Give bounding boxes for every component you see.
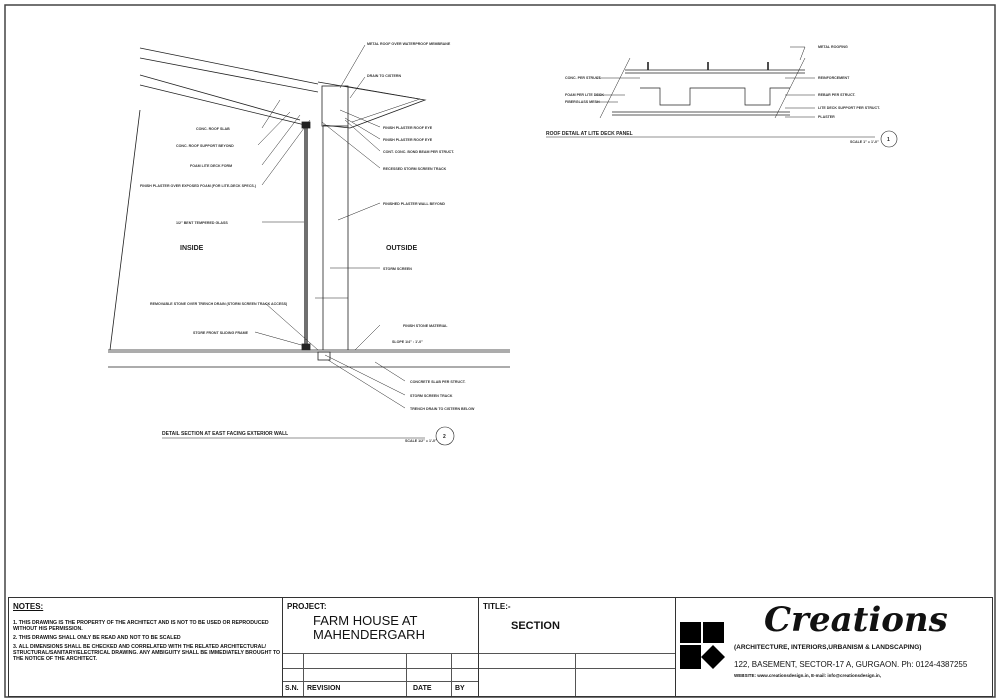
label: STORM SCREEN TRACK xyxy=(410,394,453,398)
detail-2-labels: METAL ROOF OVER WATERPROOF MEMBRANE DRAI… xyxy=(140,42,475,443)
project-heading: PROJECT: xyxy=(287,602,327,611)
label: METAL ROOFING xyxy=(818,45,848,49)
leader-lines xyxy=(596,46,815,118)
label: FOAM LITE DECK FORM xyxy=(190,164,232,168)
project-name: FARM HOUSE AT MAHENDERGARH xyxy=(313,614,425,642)
wall-lines xyxy=(322,126,349,350)
label: CONC. PER STRUCT. xyxy=(565,76,601,80)
roof-detail-lite-deck xyxy=(546,46,898,148)
label: FINISH PLASTER ROOF EYE xyxy=(383,126,433,130)
label: CONCRETE SLAB PER STRUCT. xyxy=(410,380,466,384)
label: REBAR PER STRUCT. xyxy=(818,93,856,97)
firm-name: Creations xyxy=(764,600,948,640)
label: FINISH STONE MATERIAL xyxy=(403,324,448,328)
label: CONC. ROOF SLAB xyxy=(196,127,230,131)
project-section: PROJECT: FARM HOUSE AT MAHENDERGARH S.N.… xyxy=(283,598,479,696)
label: METAL ROOF OVER WATERPROOF MEMBRANE xyxy=(367,42,451,46)
trench-drain xyxy=(317,351,331,361)
label: LITE DECK SUPPORT PER STRUCT. xyxy=(818,106,880,110)
label: FINISH PLASTER ROOF EYE xyxy=(383,138,433,142)
label: REINFORCEMENT xyxy=(818,76,850,80)
firm-web: WEBSITE: www.creationsdesign.in, E-mail:… xyxy=(734,673,881,678)
roof-slab-lines xyxy=(139,47,319,126)
deck-lines xyxy=(612,69,805,116)
scale-label: SCALE 1" = 1'-0" xyxy=(850,140,879,144)
label: FINISHED PLASTER WALL BEYOND xyxy=(383,202,445,206)
glass-line xyxy=(304,125,308,350)
bond-beam xyxy=(321,85,349,127)
date-header: DATE xyxy=(413,685,432,692)
label: 1/2" BENT TEMPERED GLASS xyxy=(176,221,228,225)
detail-number: 1 xyxy=(887,137,890,143)
sn-header: S.N. xyxy=(285,685,299,692)
label: STORM SCREEN xyxy=(383,267,412,271)
project-line: MAHENDERGARH xyxy=(313,627,425,642)
leader-lines xyxy=(254,44,406,409)
title-block: NOTES: 1. THIS DRAWING IS THE PROPERTY O… xyxy=(8,597,993,697)
project-line: FARM HOUSE AT xyxy=(313,613,418,628)
firm-address: 122, BASEMENT, SECTOR-17 A, GURGAON. Ph:… xyxy=(734,660,968,669)
label: FOAM PER LITE DECK xyxy=(565,93,604,97)
note-item: 2. THIS DRAWING SHALL ONLY BE READ AND N… xyxy=(13,635,181,641)
detail-number: 2 xyxy=(443,434,446,440)
note-item: 1. THIS DRAWING IS THE PROPERTY OF THE A… xyxy=(13,620,269,632)
drawing-title: SECTION xyxy=(511,620,560,632)
outside-label: OUTSIDE xyxy=(386,245,417,252)
title-heading: TITLE:- xyxy=(483,602,511,611)
note-item: 3. ALL DIMENSIONS SHALL BE CHECKED AND C… xyxy=(13,644,281,662)
label: REMOVABLE STONE OVER TRENCH DRAIN (STORM… xyxy=(150,302,288,306)
detail-caption: ROOF DETAIL AT LITE DECK PANEL xyxy=(546,131,633,137)
firm-logo-icon xyxy=(680,622,725,669)
detail-number-circle xyxy=(880,130,898,148)
label: TRENCH DRAIN TO CISTERN BELOW xyxy=(410,407,475,411)
notes-heading: NOTES: xyxy=(13,602,44,611)
floor-slab xyxy=(108,349,510,368)
detail-1-labels: METAL ROOFING CONC. PER STRUCT. REINFORC… xyxy=(546,45,890,144)
label: FIBERGLASS MESH xyxy=(565,100,600,104)
inside-wall xyxy=(109,109,141,351)
label: RECESSED STORM SCREEN TRACK xyxy=(383,167,447,171)
sheet-border xyxy=(4,4,996,698)
detail-number-circle xyxy=(435,426,455,446)
label: CONT. CONC. BOND BEAM PER STRUCT. xyxy=(383,150,454,154)
inside-label: INSIDE xyxy=(180,245,204,252)
label: FINISH PLASTER OVER EXPOSED FOAM (FOR LI… xyxy=(140,184,257,188)
label: STORE FRONT SLIDING FRAME xyxy=(193,331,249,335)
detail-caption: DETAIL SECTION AT EAST FACING EXTERIOR W… xyxy=(162,431,288,437)
firm-tagline: (ARCHITECTURE, INTERIORS,URBANISM & LAND… xyxy=(734,644,922,651)
by-header: BY xyxy=(455,685,465,692)
label: PLASTER xyxy=(818,115,835,119)
notes-section: NOTES: 1. THIS DRAWING IS THE PROPERTY O… xyxy=(9,598,283,696)
label: SLOPE 1/4" : 1'-0" xyxy=(392,340,423,344)
roof-overhang xyxy=(317,81,427,129)
label: DRAIN TO CISTERN xyxy=(367,74,401,78)
detail-section-east-wall xyxy=(108,44,510,446)
label: CONC. ROOF SUPPORT BEYOND xyxy=(176,144,234,148)
deck-ribs xyxy=(640,87,790,106)
revision-header: REVISION xyxy=(307,685,341,692)
title-section: TITLE:- SECTION xyxy=(479,598,676,696)
firm-section: Creations (ARCHITECTURE, INTERIORS,URBAN… xyxy=(676,598,992,696)
scale-label: SCALE 1/2" = 1'-0" xyxy=(405,439,437,443)
